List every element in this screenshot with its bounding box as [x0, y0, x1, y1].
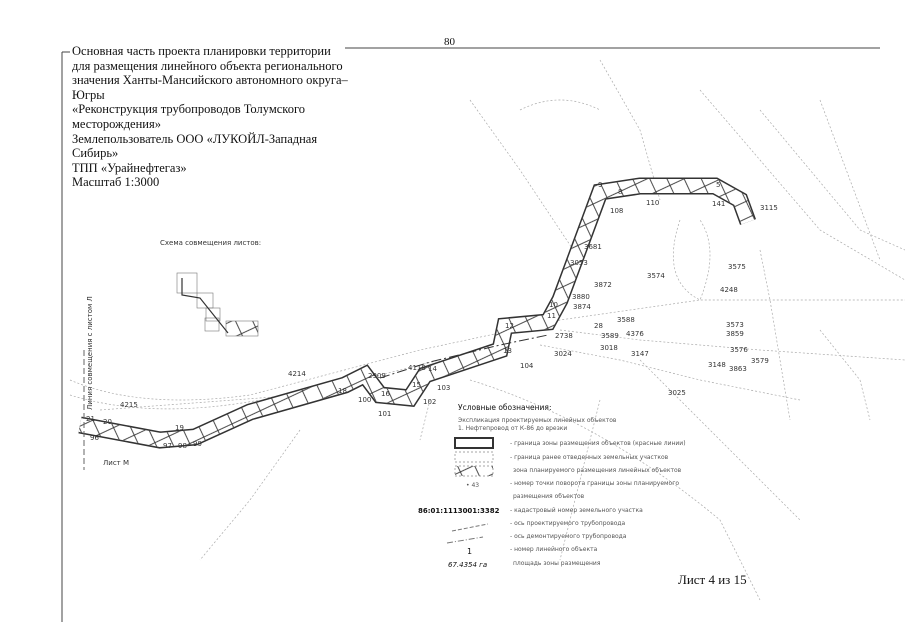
map-label: 104	[520, 362, 534, 370]
map-label: 99	[193, 440, 202, 448]
legend-title: Условные обозначения:	[458, 403, 551, 412]
legend-cadastral-example: 86:01:1113001:3382	[418, 507, 500, 515]
legend-item: размещения объектов	[513, 493, 585, 500]
map-label: 21	[86, 415, 95, 423]
map-label: 4214	[288, 370, 306, 378]
sheet-m-label: Лист М	[103, 459, 129, 467]
map-label: 3148	[708, 361, 726, 369]
map-label: 98	[178, 442, 187, 450]
map-label: 3589	[601, 332, 619, 340]
map-label: 3872	[594, 281, 612, 289]
map-label: 3681	[584, 243, 602, 251]
legend-explication-item: 1. Нефтепровод от К-86 до врезки	[458, 425, 567, 432]
header-line: Югры	[72, 87, 105, 102]
legend-item: зона планируемого размещения линейных об…	[513, 467, 682, 474]
legend-item: - номер точки поворота границы зоны план…	[510, 480, 679, 487]
legend-item: - ось проектируемого трубопровода	[510, 520, 626, 527]
map-label: 18	[338, 387, 347, 395]
sheet-label: Лист 4 из 15	[678, 572, 747, 587]
map-label: 19	[175, 424, 184, 432]
map-label: 13	[503, 347, 512, 355]
map-label: 28	[594, 322, 603, 330]
map-label: 3024	[554, 350, 572, 358]
map-label: 100	[358, 396, 371, 404]
header-line: Основная часть проекта планировки террит…	[72, 44, 331, 58]
header-line: Сибирь»	[72, 146, 119, 161]
map-label: 108	[610, 207, 623, 215]
legend-allotted-boundary-symbol	[454, 451, 494, 463]
map-label: 3147	[631, 350, 649, 358]
map-label: 14	[428, 365, 437, 373]
map-label: 3573	[726, 321, 744, 329]
map-label: 11	[547, 312, 556, 320]
legend-zone-hatch-symbol	[454, 465, 494, 477]
legend-item: площадь зоны размещения	[513, 560, 601, 567]
header-line: ТПП «Урайнефтегаз»	[72, 160, 187, 175]
map-label: 15	[412, 381, 421, 389]
map-label: 3576	[730, 346, 748, 354]
legend-item: - граница зоны размещения объектов (крас…	[510, 440, 686, 447]
legend-item: - граница ранее отведенных земельных уча…	[510, 454, 669, 461]
map-label: 97	[163, 442, 172, 450]
legend-explication-title: Экспликация проектируемых линейных объек…	[458, 417, 617, 424]
header-line: значения Ханты-Мансийского автономного о…	[72, 73, 348, 88]
sheet-scheme	[176, 272, 259, 337]
map-label: 10	[549, 301, 558, 309]
map-label: 101	[378, 410, 391, 418]
map-label: 8	[618, 188, 622, 196]
legend: Условные обозначения: Экспликация проект…	[418, 403, 686, 569]
map-label: 2909	[368, 372, 386, 380]
legend-object-number: 1	[467, 547, 472, 556]
map-label: 3574	[647, 272, 665, 280]
map-label: 110	[646, 199, 659, 207]
placement-zone	[78, 177, 756, 449]
legend-point-example: • 43	[466, 482, 479, 489]
map-label: 4376	[626, 330, 644, 338]
legend-area-example: 67.4354 га	[448, 561, 487, 569]
map-label: 4248	[720, 286, 738, 294]
legend-item: - кадастровый номер земельного участка	[510, 507, 643, 514]
header-line: для размещения линейного объекта региона…	[72, 58, 343, 73]
legend-zone-boundary-symbol	[454, 437, 494, 449]
legend-item: - ось демонтируемого трубопровода	[510, 533, 627, 540]
scheme-title: Схема совмещения листов:	[160, 239, 261, 247]
header-line: Масштаб 1:3000	[72, 175, 160, 190]
map-label: 4118	[408, 364, 426, 372]
map-label: 3588	[617, 316, 635, 324]
map-label: 3579	[751, 357, 769, 365]
land-boundaries	[69, 59, 905, 601]
map-labels: 21 20 96 19 97 98 99 4215 4214 18 2909 1…	[86, 181, 778, 450]
map-label: 9	[598, 181, 602, 189]
map-label: 3053	[570, 259, 588, 267]
legend-item: - номер линейного объекта	[510, 546, 598, 553]
header-line: месторождения»	[72, 116, 161, 131]
map-label: 3115	[760, 204, 778, 212]
match-line-label: Линия совмещения с листом Л	[86, 296, 94, 410]
map-label: 3859	[726, 330, 744, 338]
map-label: 20	[103, 418, 112, 426]
map-label: 141	[712, 200, 725, 208]
page-number: 80	[444, 36, 455, 48]
map-label: 12	[505, 322, 514, 330]
map-label: 4215	[120, 401, 138, 409]
map-label: 2738	[555, 332, 573, 340]
map-label: 3575	[728, 263, 746, 271]
map-label: 3880	[572, 293, 590, 301]
map-label: 103	[437, 384, 450, 392]
header-line: «Реконструкция трубопроводов Толумского	[72, 102, 306, 117]
map-label: 102	[423, 398, 436, 406]
projected-pipeline-axis	[379, 334, 549, 379]
header-line: Землепользователь ООО «ЛУКОЙЛ-Западная	[72, 131, 318, 146]
legend-dismantled-axis-symbol	[446, 536, 484, 544]
map-label: 16	[381, 390, 390, 398]
map-label: 3025	[668, 389, 686, 397]
map-label: 3874	[573, 303, 591, 311]
header-block: Основная часть проекта планировки террит…	[72, 44, 372, 190]
map-label: 96	[90, 434, 99, 442]
legend-projected-axis-symbol	[451, 523, 489, 532]
map-label: 3863	[729, 365, 747, 373]
map-label: 3018	[600, 344, 618, 352]
map-label: 5	[716, 181, 720, 189]
